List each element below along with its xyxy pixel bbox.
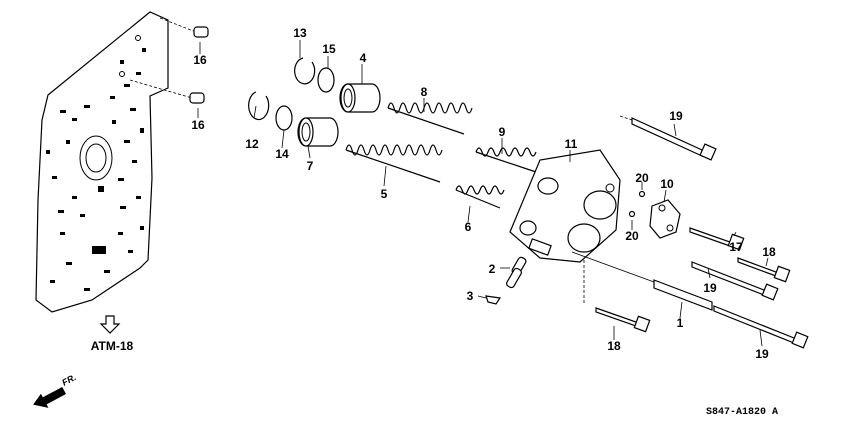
pipe-1 (571, 251, 713, 311)
bolt-19-bottom (713, 305, 809, 349)
callout-6: 6 (465, 220, 472, 234)
bolt-18-right (737, 257, 791, 283)
callout-20-lower: 20 (625, 229, 639, 243)
callout-18-lower: 18 (607, 339, 621, 353)
reference-label: ATM-18 (91, 339, 134, 353)
callout-4: 4 (360, 51, 367, 65)
cover-plate (649, 199, 681, 239)
spring-8 (387, 102, 473, 135)
o-ring-15 (317, 67, 335, 93)
dowel-pin-lower (129, 79, 205, 104)
callout-17: 17 (729, 240, 743, 254)
callout-16-lower: 16 (191, 118, 205, 132)
callout-8: 8 (421, 85, 428, 99)
spring-5 (345, 144, 443, 183)
spring-6 (455, 185, 505, 209)
lock-clip-3 (485, 295, 502, 305)
hollow-down-arrow-icon (99, 315, 121, 334)
callout-18-right: 18 (762, 245, 776, 259)
check-ball-upper (638, 190, 646, 198)
callout-12: 12 (245, 137, 259, 151)
separator-plate (35, 11, 169, 313)
piston-4 (339, 83, 381, 113)
callout-5: 5 (381, 187, 388, 201)
callout-2: 2 (489, 262, 496, 276)
dowel-pin-upper (159, 17, 209, 38)
snap-ring-13 (294, 57, 316, 85)
callout-9: 9 (499, 125, 506, 139)
bolt-19-top (619, 115, 717, 161)
callout-16-upper: 16 (193, 53, 207, 67)
callout-14: 14 (275, 147, 289, 161)
front-label: FR. (60, 372, 77, 388)
diagram-code: S847-A1820 A (706, 407, 778, 418)
callout-7: 7 (307, 159, 314, 173)
leader-lines (197, 40, 769, 347)
front-direction-arrow-icon (33, 386, 67, 408)
snap-ring-12 (248, 91, 270, 121)
spring-9 (475, 147, 537, 173)
check-ball-lower (628, 210, 636, 218)
callout-13: 13 (293, 26, 307, 40)
bolt-17 (689, 227, 745, 251)
callout-20-upper: 20 (635, 171, 649, 185)
callout-1: 1 (677, 316, 684, 330)
bolt-18-lower (583, 260, 651, 333)
callout-3: 3 (467, 289, 474, 303)
bolt-19-middle (691, 261, 779, 301)
callout-15: 15 (322, 42, 336, 56)
dowel-pin-2 (506, 256, 527, 289)
callout-19-top: 19 (669, 109, 683, 123)
o-ring-14 (275, 105, 293, 131)
piston-7 (297, 117, 339, 147)
callout-11: 11 (565, 137, 578, 151)
accumulator-body (509, 149, 621, 263)
callout-19-bottom: 19 (755, 347, 769, 361)
callout-19-middle: 19 (703, 281, 717, 295)
callout-10: 10 (660, 177, 674, 191)
